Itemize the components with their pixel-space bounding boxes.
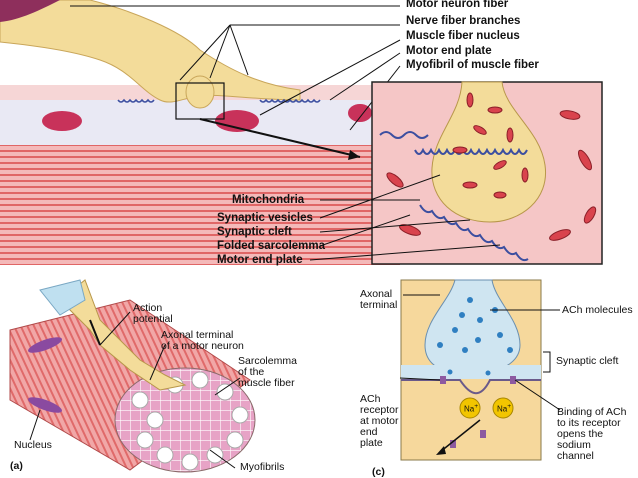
zoomed-folded-sarcolemma xyxy=(379,131,529,262)
label-motor-neuron-fiber: Motor neuron fiber xyxy=(406,0,509,10)
label-ach-molecules: ACh molecules xyxy=(562,304,633,316)
na-label: Na+ xyxy=(497,403,512,414)
muscle-nucleus-a xyxy=(27,337,63,353)
muscle-nucleus xyxy=(42,111,82,131)
action-potential-arrow-a xyxy=(89,319,101,346)
label-motor-end-plate: Motor end plate xyxy=(406,45,492,57)
muscle-nucleus xyxy=(215,110,259,132)
label-muscle-fiber-nucleus: Muscle fiber nucleus xyxy=(406,30,520,42)
synaptic-cleft-c xyxy=(401,365,541,379)
muscle-nucleus-a xyxy=(27,397,63,413)
motor-neuron-a xyxy=(59,279,187,391)
label-synaptic-vesicles: Synaptic vesicles xyxy=(217,212,313,224)
label-action-potential: Action potential xyxy=(133,302,173,325)
panel-a-letter: (a) xyxy=(10,460,23,472)
label-sarcolemma: Sarcolemma of the muscle fiber xyxy=(238,355,297,389)
label-axonal-terminal-a: Axonal terminal of a motor neuron xyxy=(161,329,244,352)
folded-sarcolemma-small xyxy=(117,98,321,103)
muscle-nucleus xyxy=(348,104,372,122)
label-nucleus: Nucleus xyxy=(14,439,52,451)
myofibril-stripes xyxy=(0,145,400,265)
end-plate-membrane xyxy=(401,379,541,395)
label-ach-receptor: ACh receptor at motor end plate xyxy=(360,393,399,449)
zoomed-mitochondria xyxy=(386,92,597,241)
motor-neuron-fiber xyxy=(0,0,301,103)
top-panel-graphic xyxy=(0,0,603,265)
na-ion xyxy=(492,397,514,419)
panel-c-letter: (c) xyxy=(372,466,385,478)
end-plate-bulb xyxy=(185,75,215,109)
panel-c-graphic xyxy=(399,279,561,461)
label-synaptic-cleft-c: Synaptic cleft xyxy=(556,355,619,367)
label-binding: Binding of ACh to its receptor opens the… xyxy=(557,406,627,462)
label-myofibrils: Myofibrils xyxy=(240,461,285,473)
myelin-sheath xyxy=(0,0,60,22)
label-folded-sarcolemma: Folded sarcolemma xyxy=(217,240,326,252)
label-motor-end-plate-2: Motor end plate xyxy=(217,254,303,266)
label-myofibril: Myofibril of muscle fiber xyxy=(406,59,539,71)
na-ion xyxy=(459,397,481,419)
panel-a-graphic xyxy=(9,279,256,473)
na-label: Na+ xyxy=(464,403,479,414)
myelin-a xyxy=(39,279,86,316)
ach-receptors xyxy=(440,376,516,448)
label-nerve-fiber-branches: Nerve fiber branches xyxy=(406,15,521,27)
myofibril-cross-sections xyxy=(131,371,249,471)
sodium-flow-arrow xyxy=(439,419,481,453)
label-mitochondria: Mitochondria xyxy=(232,194,305,206)
label-axonal-terminal-c: Axonal terminal xyxy=(360,288,398,311)
label-synaptic-cleft: Synaptic cleft xyxy=(217,226,292,238)
